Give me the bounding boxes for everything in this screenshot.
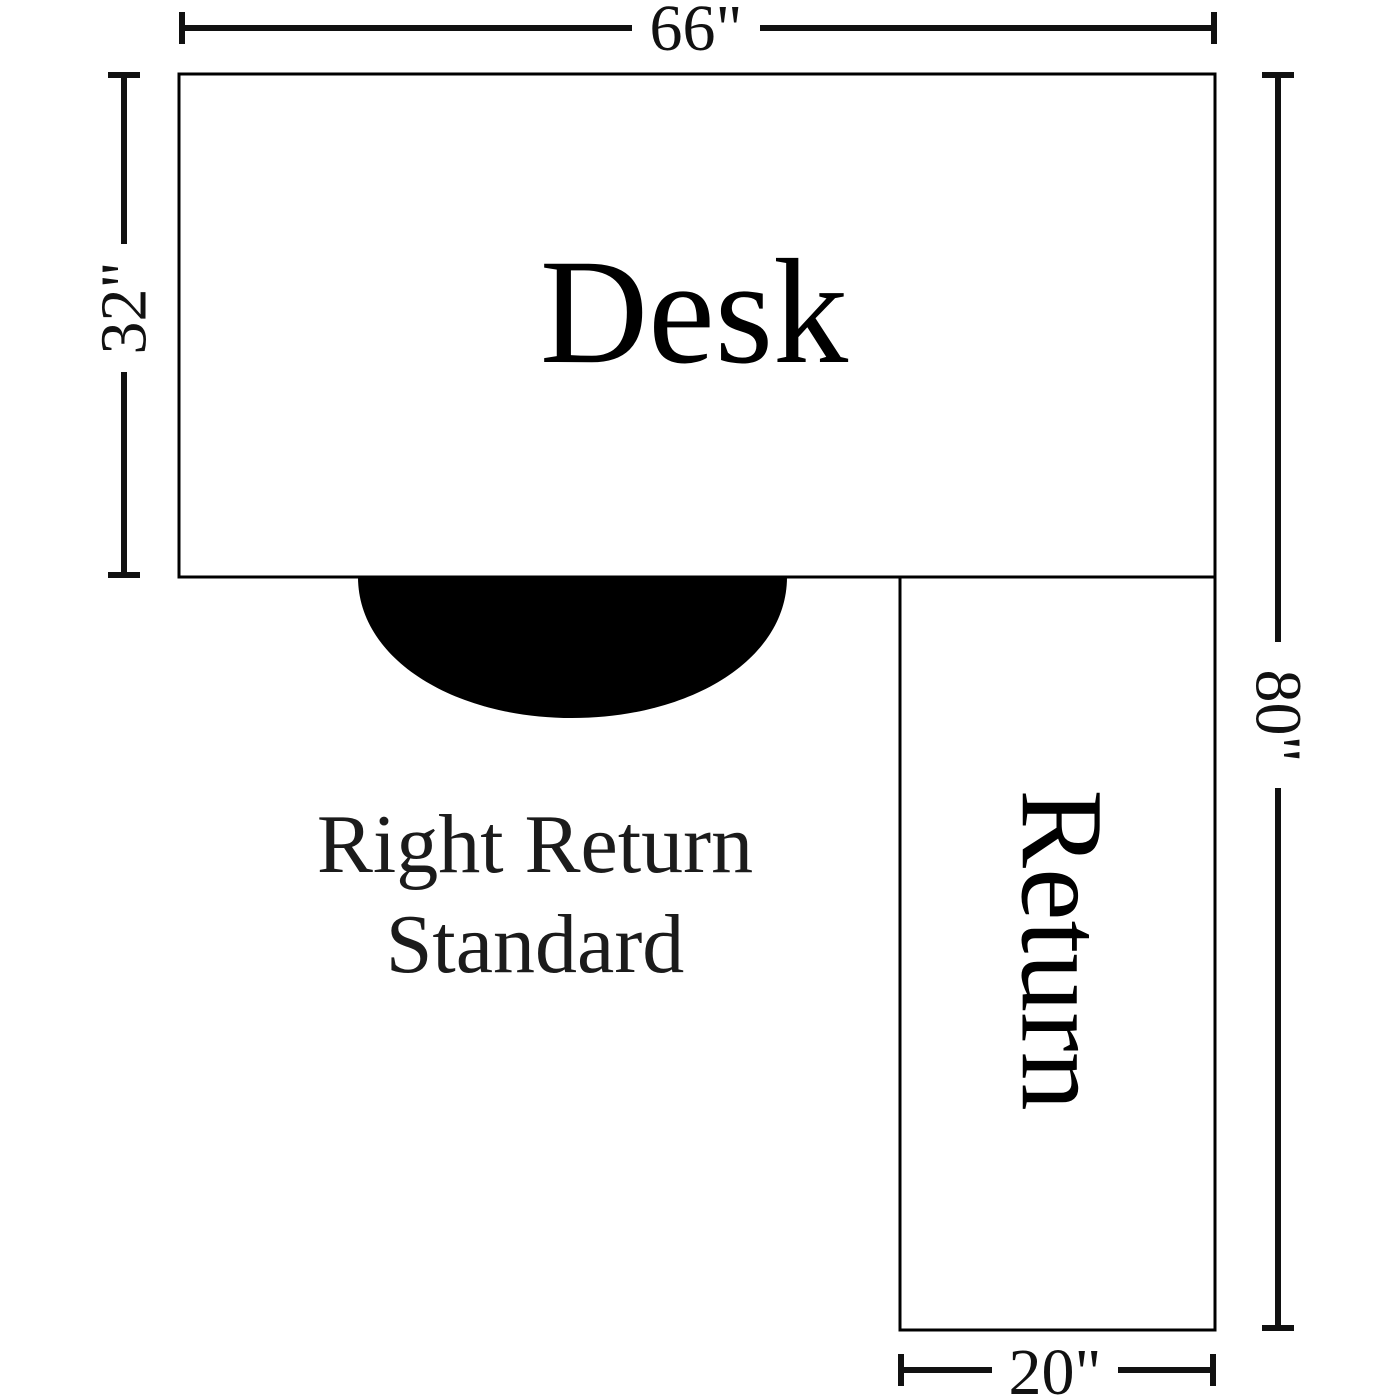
- configuration-label-line2: Standard: [386, 898, 685, 991]
- dimension-overall-length: 80": [1242, 72, 1315, 1331]
- return-label: Return: [997, 789, 1128, 1110]
- desk-depth-label: 32": [88, 262, 161, 355]
- dimension-return-width: 20": [898, 1336, 1216, 1400]
- chair-shape: [358, 577, 787, 718]
- return-width-label: 20": [1009, 1336, 1102, 1400]
- desk-label: Desk: [540, 229, 848, 395]
- desk-surface: [177, 72, 1217, 579]
- desk-width-label: 66": [650, 0, 743, 65]
- configuration-label-line1: Right Return: [317, 798, 753, 891]
- dimension-desk-depth: 32": [88, 72, 161, 578]
- return-surface: [898, 575, 1217, 1332]
- dimension-desk-width: 66": [179, 0, 1217, 65]
- overall-length-label: 80": [1242, 670, 1315, 763]
